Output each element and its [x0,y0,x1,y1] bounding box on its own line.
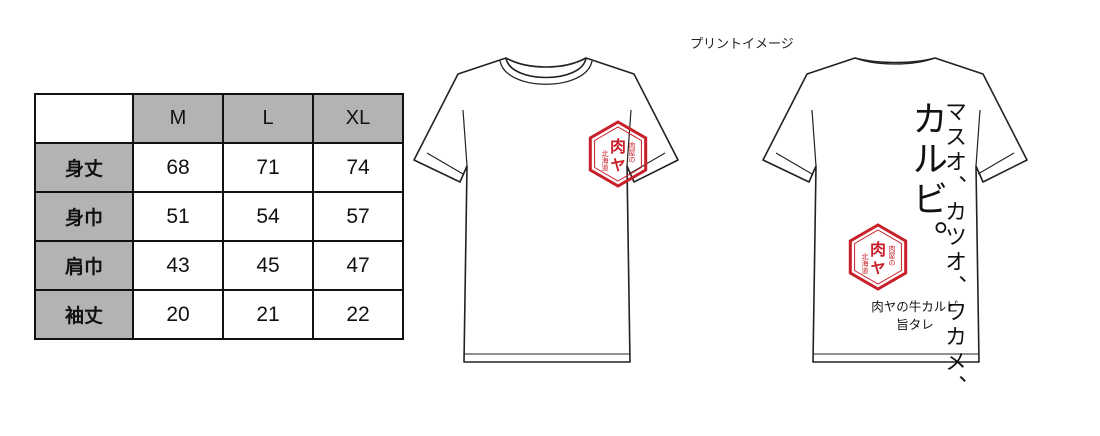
size-value: 21 [222,289,314,340]
logo-small-left-text: 北海道 [601,150,609,172]
table-row: 身丈 68 71 74 [34,142,404,193]
logo-big-bottom-text: ヤ [610,156,625,174]
front-logo-icon: 北海道 肉屋の 肉 ヤ [588,120,648,188]
size-value: 51 [132,191,224,242]
logo-big-bottom-text: ヤ [870,259,885,277]
size-header: M [132,93,224,144]
size-header: XL [312,93,404,144]
table-row: 身巾 51 54 57 [34,191,404,242]
size-value: 22 [312,289,404,340]
size-value: 54 [222,191,314,242]
back-logo-icon: 北海道 肉屋の 肉 ヤ [848,223,908,291]
back-subtitle-line-2: 旨タレ [896,317,934,332]
logo-small-right-text: 肉屋の [888,244,896,266]
size-table-header-row: M L XL [34,93,404,144]
logo-big-top-text: 肉 [870,240,886,259]
size-value: 74 [312,142,404,193]
front-tshirt-illustration: 北海道 肉屋の 肉 ヤ [413,57,679,363]
size-value: 71 [222,142,314,193]
table-corner-cell [34,93,134,144]
logo-small-left-text: 北海道 [861,253,869,275]
print-image-caption: プリントイメージ [690,37,794,52]
back-tshirt-illustration: 北海道 肉屋の 肉 ヤ [762,57,1028,363]
back-slogan-line-2: カルビ。 [906,100,947,260]
table-row: 肩巾 43 45 47 [34,240,404,291]
logo-big-top-text: 肉 [610,137,626,156]
row-label: 肩巾 [34,240,134,291]
table-row: 袖丈 20 21 22 [34,289,404,340]
back-subtitle-line-1: 肉ヤの牛カルビ [871,299,959,314]
row-label: 袖丈 [34,289,134,340]
size-value: 47 [312,240,404,291]
size-value: 43 [132,240,224,291]
size-header: L [222,93,314,144]
logo-small-right-text: 肉屋の [628,141,636,163]
size-table: M L XL 身丈 68 71 74 身巾 51 54 57 肩巾 43 45 … [34,93,404,340]
row-label: 身丈 [34,142,134,193]
size-value: 57 [312,191,404,242]
size-value: 45 [222,240,314,291]
row-label: 身巾 [34,191,134,242]
size-value: 68 [132,142,224,193]
size-value: 20 [132,289,224,340]
back-slogan-line-1: マスオ、カツオ、ワカメ、 [941,100,966,400]
